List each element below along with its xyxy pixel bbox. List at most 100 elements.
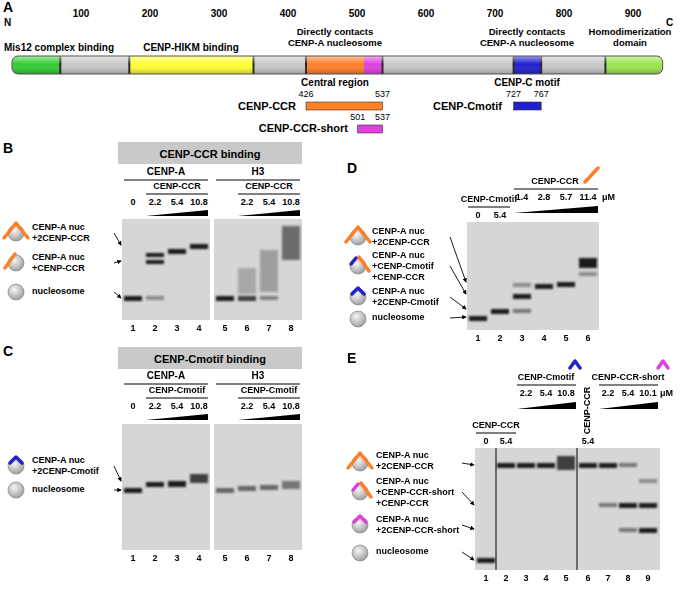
figure-label: 537 xyxy=(375,112,390,123)
figure-label: μM xyxy=(660,388,673,399)
figure-label: 0 xyxy=(130,401,135,412)
figure-label: CENP-Cmotif xyxy=(433,100,502,113)
figure-label: 7 xyxy=(605,573,610,584)
figure-label: A xyxy=(3,0,13,16)
figure-label: CENP-A xyxy=(147,370,185,382)
figure-label: CENP-CCR-short xyxy=(592,372,665,383)
concentration-wedge xyxy=(146,206,658,420)
figure-label: 2.8 xyxy=(538,192,551,203)
figure-label: nucleosome xyxy=(32,286,112,297)
figure-label: CENP-A nuc +CENP-CCR xyxy=(32,252,112,274)
gel-separator xyxy=(496,448,577,570)
figure-label: 5.4 xyxy=(171,197,184,208)
domain-bar xyxy=(12,56,663,74)
figure-label: 1 xyxy=(475,333,480,344)
figure-label: E xyxy=(347,350,356,367)
figure-label: 3 xyxy=(523,573,528,584)
figure-label: 767 xyxy=(534,89,549,100)
figure-label: 2.2 xyxy=(149,401,162,412)
construct-bar xyxy=(514,102,542,110)
figure-label: CENP-CCR xyxy=(245,181,293,192)
figure-label: CENP-Cmotif xyxy=(518,372,575,383)
band-arrow xyxy=(114,233,474,560)
figure-label: 4 xyxy=(196,323,201,334)
figure-label: 2.2 xyxy=(602,388,615,399)
figure-label: CENP-A nuc +2CENP-CCR-short xyxy=(376,514,460,536)
figure-label: 1 xyxy=(483,573,488,584)
figure-label: CENP-HIKM binding xyxy=(143,42,239,54)
figure-label: 5 xyxy=(563,333,568,344)
figure-label: 4 xyxy=(541,333,546,344)
figure-label: 100 xyxy=(73,8,90,20)
figure-label: μM xyxy=(602,192,615,203)
figure-label: 700 xyxy=(487,8,504,20)
figure-label: 11.4 xyxy=(579,192,596,203)
construct-bar xyxy=(358,125,383,133)
figure-label: 1.4 xyxy=(516,192,529,203)
figure-label: CENP-A nuc +2CENP-CCR xyxy=(32,222,112,244)
figure-label: 2.2 xyxy=(149,197,162,208)
figure-label: C xyxy=(3,343,13,360)
figure-label: 5.4 xyxy=(500,436,513,447)
figure-label: 300 xyxy=(211,8,228,20)
figure-label: B xyxy=(3,140,13,157)
figure-label: 600 xyxy=(418,8,435,20)
construct-icon xyxy=(570,168,668,368)
figure-label: 900 xyxy=(625,8,642,20)
figure-label: 727 xyxy=(506,89,521,100)
figure-label: 5.4 xyxy=(171,401,184,412)
construct-bar xyxy=(306,102,383,110)
panel-title: CENP-Cmotif binding xyxy=(154,352,266,366)
figure-label: 3 xyxy=(174,323,179,334)
gel xyxy=(122,219,660,570)
panel-title: CENP-CCR binding xyxy=(160,147,261,161)
figure-label: 2 xyxy=(152,323,157,334)
figure-label: 3 xyxy=(174,553,179,564)
figure-label: 2.2 xyxy=(241,197,254,208)
figure-label: 1 xyxy=(130,553,135,564)
figure-label: 501 xyxy=(350,112,365,123)
figure-label: D xyxy=(347,160,357,177)
figure-label: 5.7 xyxy=(560,192,573,203)
figure-label: 10.8 xyxy=(190,197,208,208)
figure-label: CENP-CCR-short xyxy=(259,122,348,135)
figure-label: CENP-A nuc +CENP-CCR-short +CENP-CCR xyxy=(376,476,460,508)
figure-label: 10.8 xyxy=(557,388,575,399)
figure-label: 5 xyxy=(563,573,568,584)
domain-bar-outline xyxy=(12,56,663,74)
figure-label: 4 xyxy=(543,573,548,584)
figure-label: 2.2 xyxy=(520,388,533,399)
figure-label: 10.8 xyxy=(190,401,208,412)
figure-label: 5.4 xyxy=(494,210,507,221)
figure-label: 2 xyxy=(497,333,502,344)
figure-label: 10.8 xyxy=(282,197,300,208)
figure-label: CENP-A nuc +2CENP-CCR xyxy=(376,450,460,472)
figure-label: 6 xyxy=(585,333,590,344)
figure-label: 537 xyxy=(375,89,390,100)
figure-label: 0 xyxy=(130,197,135,208)
figure-label: 8 xyxy=(288,553,293,564)
figure-label: Homodimerization domain xyxy=(585,26,675,49)
figure-label: H3 xyxy=(252,370,265,382)
figure-label: CENP-CCR xyxy=(153,181,201,192)
figure-label: 0 xyxy=(483,436,488,447)
figure-label: CENP-C motif xyxy=(494,77,560,89)
figure-label: H3 xyxy=(252,166,265,178)
figure-label: 500 xyxy=(349,8,366,20)
figure-label: 3 xyxy=(519,333,524,344)
figure-label: 200 xyxy=(142,8,159,20)
figure-label: 5 xyxy=(222,553,227,564)
figure-label: 5 xyxy=(222,323,227,334)
figure-label: 8 xyxy=(625,573,630,584)
figure-label: 5.4 xyxy=(263,401,276,412)
figure-label: Directly contacts CENP-A nucleosome xyxy=(287,26,383,49)
figure-label: 2 xyxy=(503,573,508,584)
nucleosome-icon xyxy=(4,223,372,561)
figure-label: Directly contacts CENP-A nucleosome xyxy=(479,26,575,49)
figure-label: 1 xyxy=(130,323,135,334)
figure-label: CENP-CCR xyxy=(238,100,296,113)
figure-label: 9 xyxy=(645,573,650,584)
figure-label: CENP-A nuc +2CENP-Cmotif xyxy=(32,455,112,477)
